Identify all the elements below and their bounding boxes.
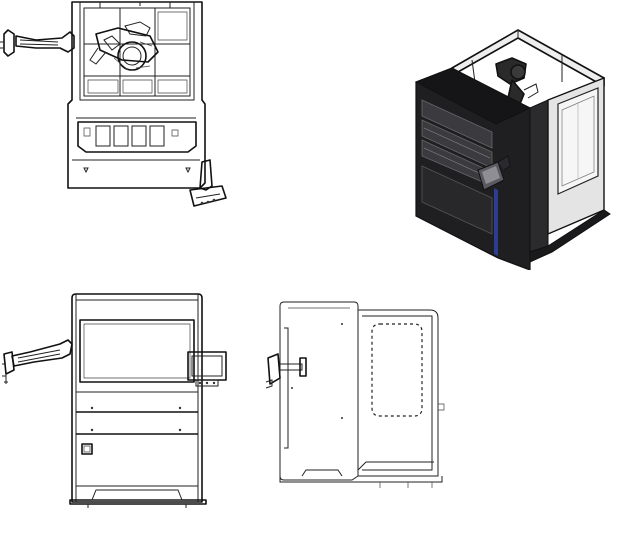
top-view-control-pendant (189, 159, 227, 207)
front-view-base (69, 489, 207, 508)
top-view-robot-arm (89, 21, 159, 71)
top-view-monitor-arm (0, 29, 75, 57)
side-view-cabinet (279, 301, 359, 481)
iso-side-door (547, 76, 605, 236)
machine-front-view (0, 290, 240, 510)
iso-control-pendant (477, 155, 511, 191)
front-view-lower-panels (76, 391, 198, 487)
side-view-monitor-arm (265, 353, 307, 389)
machine-side-view (262, 298, 452, 493)
isometric-drawing (414, 29, 611, 270)
side-view-drawing (265, 301, 445, 488)
top-view-lower-cabinet (72, 117, 200, 174)
top-view-drawing (0, 1, 227, 207)
front-view-control-pendant (187, 351, 227, 387)
machine-top-view (0, 0, 240, 215)
top-view-internal-frame (84, 8, 190, 96)
iso-base (529, 209, 611, 263)
side-view-base (279, 403, 445, 488)
front-view-enclosure (71, 293, 203, 503)
side-view-door-window (371, 323, 423, 417)
machine-isometric-view (412, 20, 624, 270)
front-view-window (79, 319, 195, 383)
iso-robot-arm (495, 57, 539, 105)
front-view-monitor-arm (2, 339, 73, 384)
iso-dark-enclosure (414, 67, 549, 270)
side-view-door-frame (358, 309, 439, 477)
front-view-drawing (2, 293, 227, 508)
